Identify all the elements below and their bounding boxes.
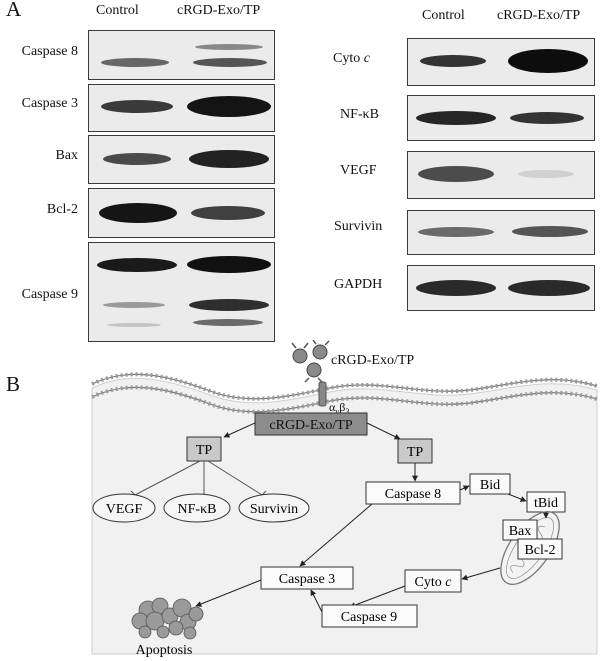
ligand-label: cRGD-Exo/TP bbox=[331, 353, 414, 368]
center-box-label: cRGD-Exo/TP bbox=[269, 418, 352, 433]
blot-nfkb bbox=[407, 95, 595, 141]
cytoc-label: Cyto c bbox=[415, 575, 453, 590]
center-box bbox=[254, 412, 368, 436]
tbid-label: tBid bbox=[534, 496, 558, 511]
blot-cytoc bbox=[407, 38, 595, 86]
blot-label-caspase8: Caspase 8 bbox=[21, 44, 78, 59]
nfkb-label: NF-κB bbox=[178, 502, 217, 517]
blot-label-bax: Bax bbox=[55, 148, 78, 163]
blot-caspase3 bbox=[88, 84, 275, 132]
blot-bcl2 bbox=[88, 188, 275, 238]
left-header-treated: cRGD-Exo/TP bbox=[177, 3, 261, 18]
nfkb-ellipse bbox=[163, 493, 231, 523]
panel-a-letter: A bbox=[6, 0, 22, 21]
blot-gapdh bbox=[407, 265, 595, 311]
blot-label-cytoc: Cyto c bbox=[333, 51, 370, 66]
right-header-control: Control bbox=[422, 8, 465, 23]
bax-label: Bax bbox=[509, 524, 532, 539]
bid-box bbox=[469, 473, 511, 495]
blot-survivin bbox=[407, 210, 595, 255]
cytoc-box bbox=[404, 569, 462, 593]
blot-label-nfkb: NF-κB bbox=[340, 107, 379, 122]
pathway-diagram: cRGD-Exo/TP αvβ3 cRGD-Exo/TP TP TP VEGF … bbox=[91, 340, 598, 658]
vegf-ellipse bbox=[92, 493, 156, 523]
bcl2-label: Bcl-2 bbox=[524, 543, 555, 558]
survivin-ellipse bbox=[238, 493, 310, 523]
caspase8-box bbox=[365, 481, 461, 505]
caspase3-label: Caspase 3 bbox=[279, 572, 335, 587]
panel-b-letter: B bbox=[6, 372, 21, 396]
blot-label-survivin: Survivin bbox=[334, 219, 383, 234]
blot-label-gapdh: GAPDH bbox=[334, 277, 383, 292]
survivin-label: Survivin bbox=[250, 502, 298, 517]
blot-vegf bbox=[407, 151, 595, 199]
left-header-control: Control bbox=[96, 3, 139, 18]
bid-label: Bid bbox=[480, 478, 500, 493]
tp-right-label: TP bbox=[407, 445, 424, 460]
blot-label-bcl2: Bcl-2 bbox=[46, 202, 78, 217]
caspase9-label: Caspase 9 bbox=[341, 610, 397, 625]
receptor-label: αvβ3 bbox=[329, 400, 349, 416]
blot-label-caspase9: Caspase 9 bbox=[21, 287, 78, 302]
blot-caspase8 bbox=[88, 30, 275, 80]
blot-label-caspase3: Caspase 3 bbox=[21, 96, 78, 111]
apoptosis-label: Apoptosis bbox=[136, 643, 193, 658]
vegf-label: VEGF bbox=[106, 502, 143, 517]
blot-bax bbox=[88, 135, 275, 184]
caspase9-box bbox=[321, 604, 418, 628]
right-header-treated: cRGD-Exo/TP bbox=[497, 8, 581, 23]
tp-left-label: TP bbox=[196, 443, 213, 458]
caspase8-label: Caspase 8 bbox=[385, 487, 441, 502]
exosome-icon bbox=[291, 340, 330, 383]
tp-right-box bbox=[397, 438, 433, 464]
bcl2-box bbox=[517, 538, 563, 560]
caspase3-box bbox=[260, 566, 354, 590]
integrin-receptor bbox=[318, 381, 327, 407]
apoptotic-cell-icon bbox=[131, 597, 204, 640]
blot-caspase9 bbox=[88, 242, 275, 342]
blot-label-vegf: VEGF bbox=[340, 163, 377, 178]
